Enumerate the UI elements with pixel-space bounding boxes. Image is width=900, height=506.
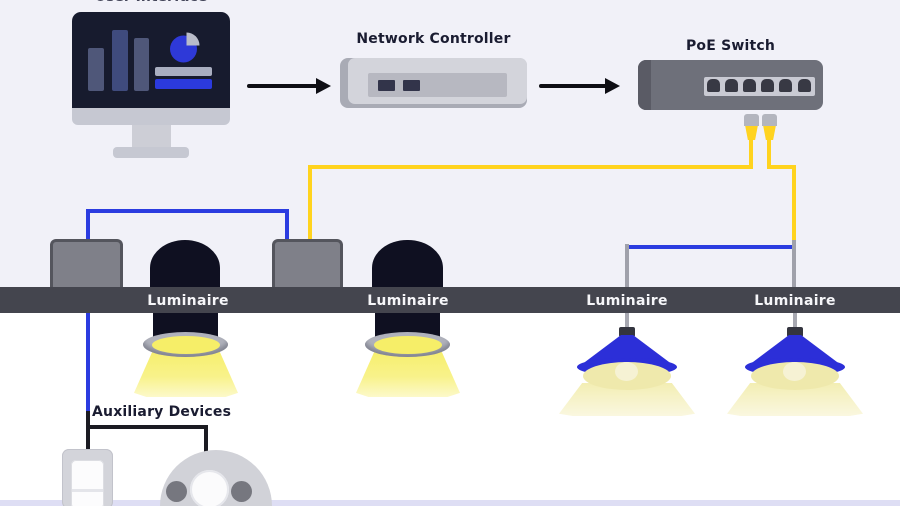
luminaire-label: Luminaire: [754, 293, 836, 309]
blue-cable: [625, 245, 796, 249]
black-cable: [86, 425, 90, 451]
yellow-cable: [749, 139, 753, 169]
pendant-bulb: [615, 362, 638, 381]
downlight-housing: [150, 240, 220, 287]
yellow-cable: [308, 165, 753, 169]
gray-cable: [625, 244, 629, 287]
ethernet-port: [798, 79, 811, 92]
luminaire-label: Luminaire: [586, 293, 668, 309]
occupancy-sensor-dot: [231, 481, 252, 502]
arrow-line: [247, 84, 318, 88]
blue-cable: [86, 313, 90, 413]
yellow-cable: [767, 165, 796, 169]
yellow-cable: [792, 165, 796, 242]
poe-node-box: [272, 239, 343, 287]
black-cable: [86, 425, 208, 429]
yellow-cable: [767, 139, 771, 169]
pendant-bulb: [783, 362, 806, 381]
poe-switch-label: PoE Switch: [685, 38, 776, 54]
screen-gray-bar: [155, 67, 212, 76]
network-controller-label: Network Controller: [356, 31, 511, 47]
pendant-cap: [787, 327, 803, 337]
rj45-plug-icon: [744, 114, 759, 126]
black-cable: [86, 411, 90, 428]
pendant-cord: [793, 313, 797, 329]
luminaire-label: Luminaire: [147, 293, 229, 309]
pie-chart-icon: [170, 32, 200, 63]
ethernet-port: [725, 79, 738, 92]
downlight-housing: [372, 240, 443, 287]
yellow-cable: [308, 165, 312, 239]
monitor-chin: [72, 108, 230, 125]
arrow-head-icon: [605, 78, 620, 94]
blue-cable: [86, 209, 90, 239]
auxiliary-devices-label: Auxiliary Devices: [92, 404, 232, 420]
monitor-neck: [132, 125, 171, 147]
wall-switch-seam: [72, 489, 103, 492]
ceiling-bar: [0, 287, 900, 313]
luminaire-label: Luminaire: [367, 293, 449, 309]
ethernet-port: [779, 79, 792, 92]
controller-button: [403, 80, 420, 91]
downlight-lens: [374, 336, 442, 354]
screen-blue-bar: [155, 79, 212, 89]
poe-switch-edge: [638, 60, 651, 110]
blue-cable: [86, 209, 289, 213]
user-interface-label: User Interface: [72, 0, 230, 5]
blue-cable: [285, 209, 289, 239]
pendant-cap: [619, 327, 635, 337]
pendant-cord: [625, 313, 629, 329]
rj45-plug-body: [745, 126, 758, 140]
arrow-head-icon: [316, 78, 331, 94]
ethernet-port: [743, 79, 756, 92]
rj45-plug-icon: [762, 114, 777, 126]
downlight-lens: [152, 336, 220, 354]
ethernet-port: [707, 79, 720, 92]
black-cable: [204, 425, 208, 454]
gray-cable: [792, 240, 796, 287]
footer-strip: [0, 500, 900, 506]
bar-chart-bar: [112, 30, 128, 91]
wall-switch-rocker: [71, 460, 104, 506]
controller-button: [378, 80, 395, 91]
arrow-line: [539, 84, 607, 88]
bar-chart-bar: [88, 48, 104, 91]
bar-chart-bar: [134, 38, 149, 91]
ethernet-port: [761, 79, 774, 92]
poe-node-box: [50, 239, 123, 287]
monitor-base: [113, 147, 189, 158]
occupancy-sensor-lens: [190, 470, 229, 506]
rj45-plug-body: [763, 126, 776, 140]
occupancy-sensor-dot: [166, 481, 187, 502]
